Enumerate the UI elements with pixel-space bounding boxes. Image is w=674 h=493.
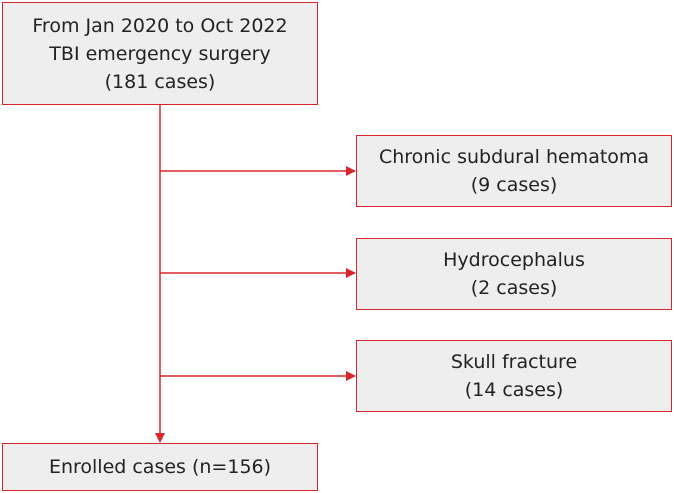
source-description-text: TBI emergency surgery: [49, 42, 271, 65]
enrolled-cases-text: Enrolled cases (n=156): [48, 456, 272, 478]
exclusion-label: Skull fracture: [450, 351, 578, 373]
exclusion-count: (2 cases): [470, 277, 558, 299]
source-period-text: From Jan 2020 to Oct 2022: [32, 14, 288, 37]
exclusion-count: (14 cases): [464, 379, 564, 401]
source-population-box: From Jan 2020 to Oct 2022 TBI emergency …: [2, 2, 318, 105]
enrolled-cases-box: Enrolled cases (n=156): [2, 443, 318, 491]
exclusion-box-skull-fracture: Skull fracture (14 cases): [356, 340, 672, 412]
source-count-text: (181 cases): [104, 70, 216, 93]
exclusion-label: Chronic subdural hematoma: [378, 146, 650, 168]
exclusion-label: Hydrocephalus: [443, 249, 585, 271]
exclusion-box-hydrocephalus: Hydrocephalus (2 cases): [356, 238, 672, 310]
exclusion-box-chronic-subdural-hematoma: Chronic subdural hematoma (9 cases): [356, 135, 672, 207]
exclusion-count: (9 cases): [470, 174, 558, 196]
